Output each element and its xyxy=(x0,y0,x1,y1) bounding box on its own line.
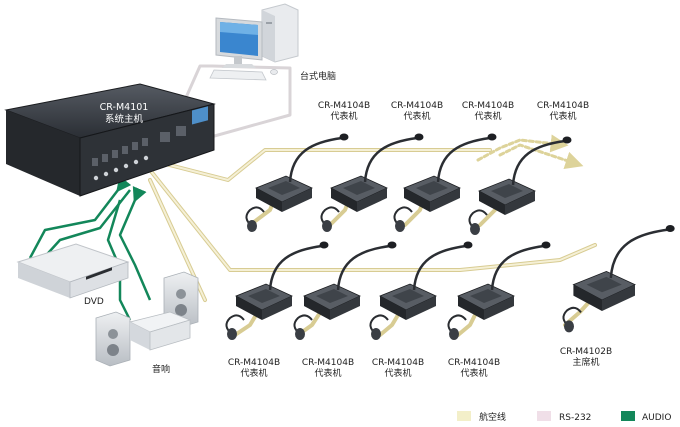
delegate-unit-bottom-3 xyxy=(369,241,473,340)
delegate-top-2-name: 代表机 xyxy=(403,110,430,122)
delegate-unit-bottom-2 xyxy=(293,241,397,340)
dvd-label: DVD xyxy=(84,297,104,307)
host-name: 系统主机 xyxy=(105,113,144,125)
audio-speakers xyxy=(95,271,199,367)
chairman-unit xyxy=(562,225,675,333)
legend-swatch-audio xyxy=(621,411,635,421)
conference-units xyxy=(225,133,675,340)
computer-label: 台式电脑 xyxy=(300,70,336,82)
legend-label-aviation: 航空线 xyxy=(479,411,506,423)
delegate-bottom-4-model: CR-M4104B xyxy=(448,358,500,368)
delegate-unit-bottom-4 xyxy=(447,241,551,340)
delegate-top-4-name: 代表机 xyxy=(549,110,576,122)
system-host-unit xyxy=(4,83,216,197)
host-model: CR-M4101 xyxy=(100,102,149,113)
delegate-bottom-3-model: CR-M4104B xyxy=(372,358,424,368)
delegate-unit-bottom-1 xyxy=(225,241,329,340)
dvd-player xyxy=(16,243,130,299)
delegate-unit-top-4 xyxy=(468,136,572,235)
delegate-unit-top-1 xyxy=(245,133,349,232)
delegate-bottom-1-name: 代表机 xyxy=(240,367,267,379)
delegate-top-1-model: CR-M4104B xyxy=(318,101,370,111)
aviation-cables xyxy=(148,134,602,337)
delegate-bottom-2-name: 代表机 xyxy=(314,367,341,379)
desktop-computer xyxy=(209,3,299,81)
delegate-top-3-model: CR-M4104B xyxy=(462,101,514,111)
chairman-model: CR-M4102B xyxy=(560,347,612,357)
delegate-unit-top-3 xyxy=(393,133,497,232)
bottom-delegate-labels: CR-M4104B 代表机 CR-M4104B 代表机 CR-M4104B 代表… xyxy=(228,358,500,379)
delegate-top-1-name: 代表机 xyxy=(330,110,357,122)
speakers-label: 音响 xyxy=(152,363,170,375)
legend-label-rs232: RS-232 xyxy=(559,413,591,423)
delegate-unit-top-2 xyxy=(320,133,424,232)
delegate-top-2-model: CR-M4104B xyxy=(391,101,443,111)
delegate-top-4-model: CR-M4104B xyxy=(537,101,589,111)
chairman-name: 主席机 xyxy=(572,356,599,368)
legend-swatch-aviation xyxy=(457,411,471,421)
legend-swatch-rs232 xyxy=(537,411,551,421)
delegate-top-3-name: 代表机 xyxy=(474,110,501,122)
delegate-bottom-2-model: CR-M4104B xyxy=(302,358,354,368)
delegate-bottom-3-name: 代表机 xyxy=(384,367,411,379)
legend: 航空线 RS-232 AUDIO xyxy=(457,411,671,423)
top-delegate-labels: CR-M4104B 代表机 CR-M4104B 代表机 CR-M4104B 代表… xyxy=(318,101,589,122)
delegate-bottom-4-name: 代表机 xyxy=(460,367,487,379)
delegate-bottom-1-model: CR-M4104B xyxy=(228,358,280,368)
legend-label-audio: AUDIO xyxy=(642,413,671,423)
